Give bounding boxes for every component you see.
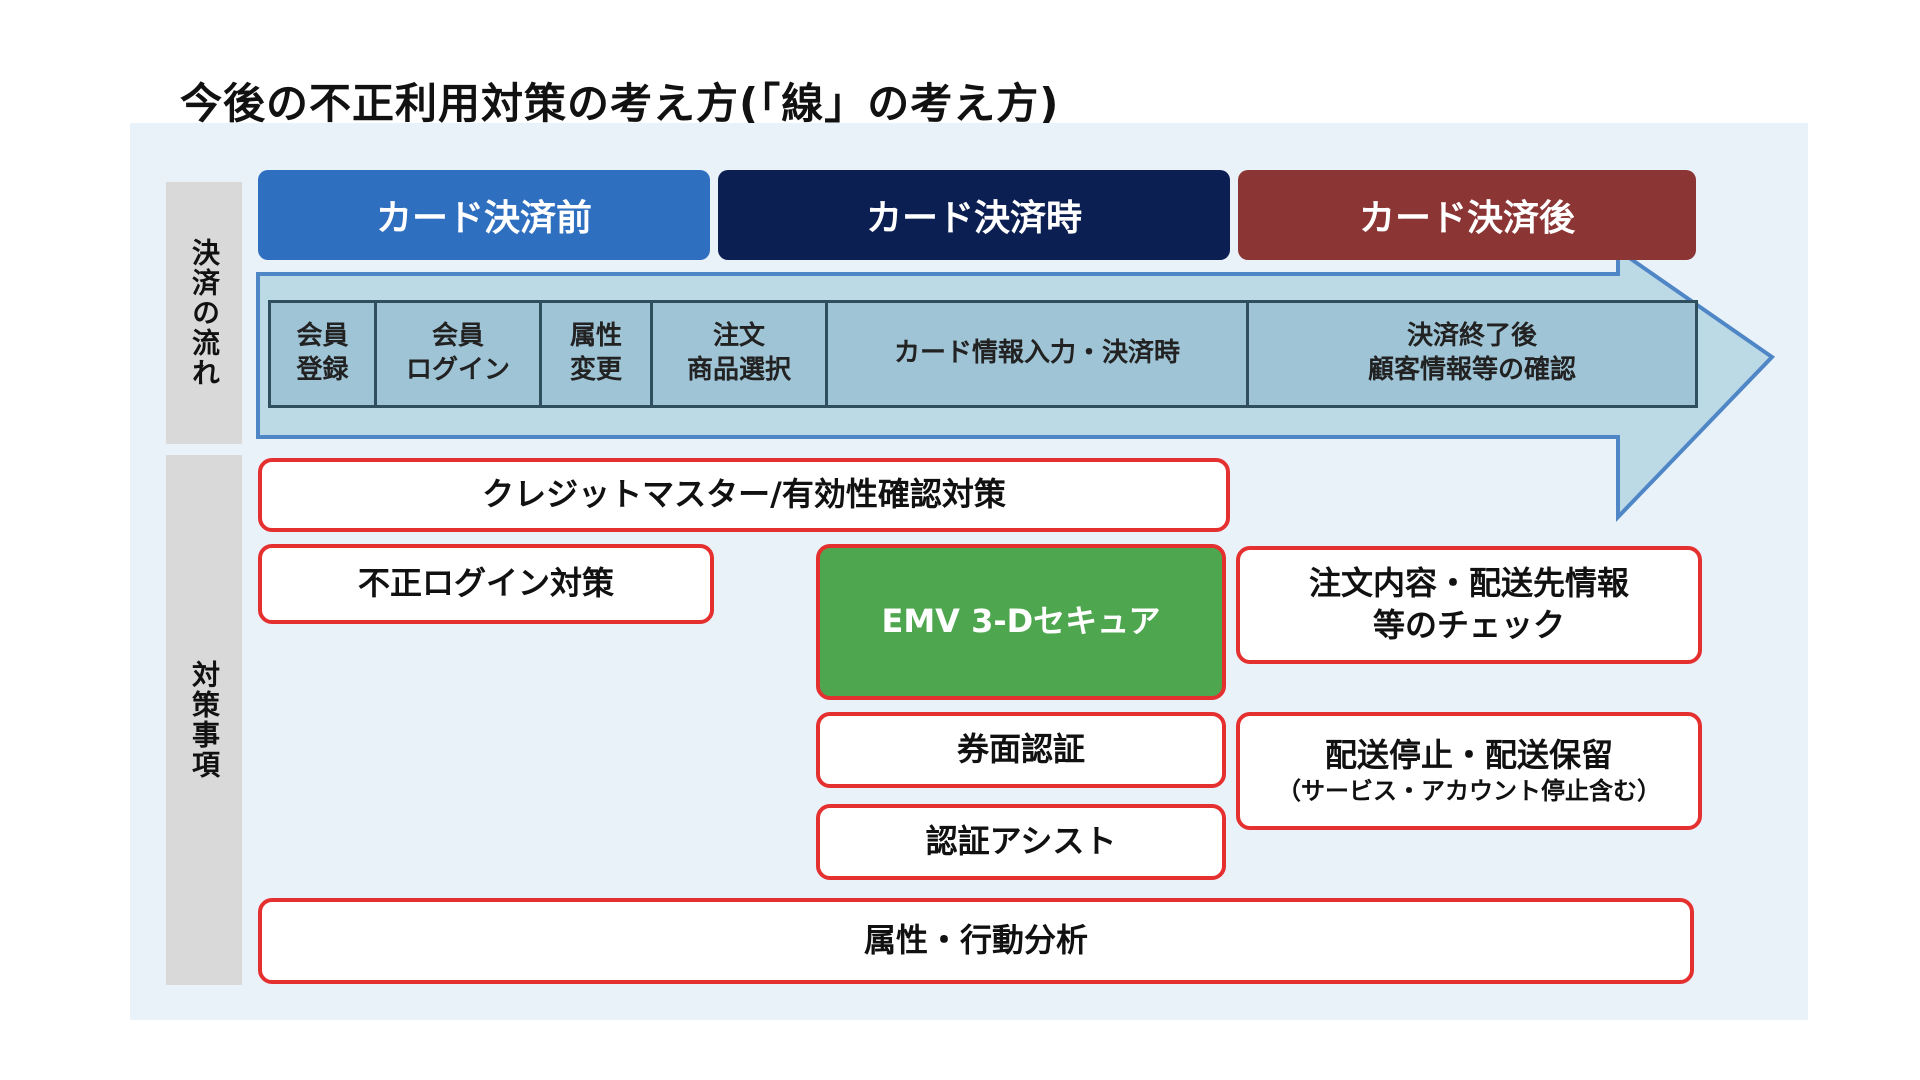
measure-text: EMV 3-Dセキュア [881,602,1161,641]
measure-subtext: （サービス・アカウント停止含む） [1277,777,1661,806]
step-text: 登録 [296,355,349,385]
measure-text: 不正ログイン対策 [357,564,614,603]
measure-text: 券面認証 [956,730,1085,769]
measure-credit-master: クレジットマスター/有効性確認対策 [258,458,1230,532]
phase-after-header: カード決済後 [1238,170,1696,260]
step-order-selection: 注文 商品選択 [653,303,828,405]
step-text: カード情報入力・決済時 [893,338,1180,369]
measure-text: 認証アシスト [925,822,1117,861]
measure-text: 配送停止・配送保留 [1324,735,1613,774]
process-steps: 会員 登録 会員 ログイン 属性 変更 注文 商品選択 カード情報入力・決済時 … [268,300,1698,408]
step-member-registration: 会員 登録 [271,303,377,405]
measure-behavior-analysis: 属性・行動分析 [258,898,1694,984]
page-title: 今後の不正利用対策の考え方(「線」の考え方) [180,79,1060,128]
step-text: 会員 [296,321,349,352]
measure-unauthorized-login: 不正ログイン対策 [258,544,714,624]
measure-text: 注文内容・配送先情報 [1308,564,1629,603]
step-text: 属性 [569,321,622,352]
measure-order-check: 注文内容・配送先情報 等のチェック [1236,546,1702,664]
measure-card-face-auth: 券面認証 [816,712,1226,788]
measure-emv-3ds: EMV 3-Dセキュア [816,544,1226,700]
side-label-flow-text: 決済の流れ [188,238,221,388]
phase-before-header: カード決済前 [258,170,710,260]
step-text: 変更 [569,355,622,385]
step-attribute-change: 属性 変更 [542,303,653,405]
step-post-payment-check: 決済終了後 顧客情報等の確認 [1249,303,1695,405]
measure-text: 等のチェック [1372,606,1565,644]
step-text: ログイン [405,355,510,385]
side-label-measures: 対策事項 [166,455,242,985]
measure-auth-assist: 認証アシスト [816,804,1226,880]
step-card-input-payment: カード情報入力・決済時 [828,303,1249,405]
step-text: 会員 [431,321,484,352]
step-text: 注文 [712,321,765,352]
measure-text: クレジットマスター/有効性確認対策 [482,475,1006,514]
measure-text: 属性・行動分析 [863,921,1088,960]
side-label-flow: 決済の流れ [166,182,242,444]
step-text: 商品選択 [686,355,791,385]
side-label-measures-text: 対策事項 [188,660,221,780]
measure-shipping-stop: 配送停止・配送保留 （サービス・アカウント停止含む） [1236,712,1702,830]
step-text: 顧客情報等の確認 [1367,355,1576,385]
step-text: 決済終了後 [1406,321,1537,352]
phase-during-header: カード決済時 [718,170,1230,260]
step-member-login: 会員 ログイン [377,303,542,405]
